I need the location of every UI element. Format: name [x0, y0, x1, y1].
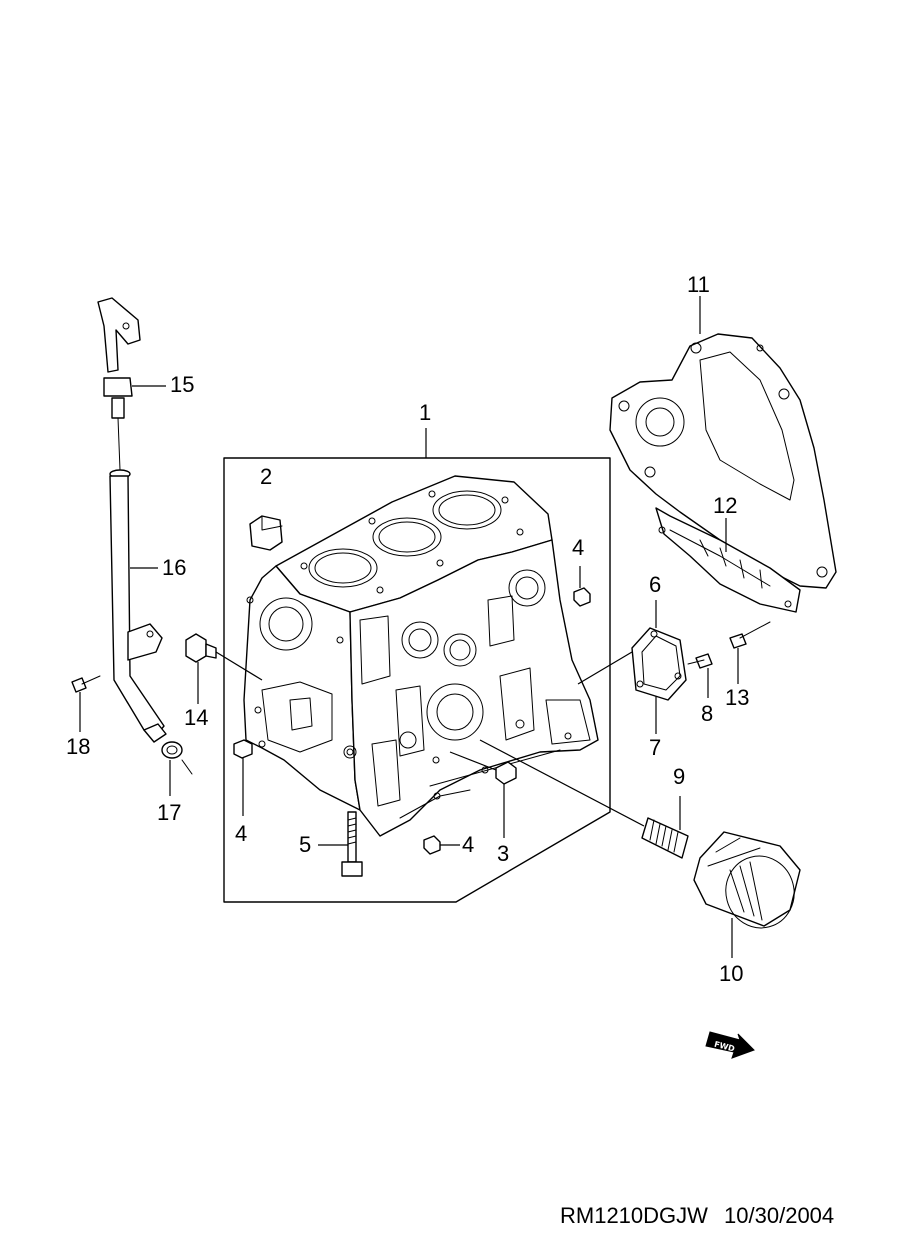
callout-15: 15 [170, 372, 195, 397]
drain-plug-drawing [495, 761, 517, 785]
callout-18: 18 [66, 734, 91, 759]
callout-4-left: 4 [235, 821, 248, 846]
plate-bolt-drawing [729, 621, 771, 649]
callout-17: 17 [157, 800, 182, 825]
callout-4-bottom: 4 [462, 832, 475, 857]
o-ring-drawing [161, 741, 193, 775]
callout-6: 6 [649, 572, 662, 597]
callout-12: 12 [713, 493, 738, 518]
oil-pressure-switch-drawing [185, 633, 217, 663]
callout-2: 2 [260, 464, 273, 489]
callout-1: 1 [419, 400, 432, 425]
oil-level-gauge-drawing [97, 297, 141, 471]
forward-arrow-icon: FWD [705, 1031, 755, 1059]
drawing-date: 10/30/2004 [724, 1203, 835, 1228]
cover-bolt-drawing [687, 653, 713, 669]
oil-filter-drawing [693, 831, 801, 929]
tube-bolt-drawing [71, 675, 101, 693]
callout-3: 3 [497, 841, 510, 866]
plug-4-upper-drawing [573, 587, 591, 607]
callout-8: 8 [701, 701, 714, 726]
plug-4-bottom-drawing [423, 835, 441, 855]
callout-9: 9 [673, 764, 686, 789]
rear-plate-drawing [609, 333, 837, 589]
cover-plate-drawing [631, 627, 687, 701]
plug-cap-drawing [249, 515, 283, 551]
assembly-frame [223, 457, 611, 903]
callout-5: 5 [299, 832, 312, 857]
callout-14: 14 [184, 705, 209, 730]
oil-filter-union-drawing [641, 817, 689, 859]
gauge-guide-tube-drawing [109, 469, 167, 743]
callout-13: 13 [725, 685, 750, 710]
cylinder-block-drawing [243, 475, 599, 837]
callout-10: 10 [719, 961, 744, 986]
stud-bolt-drawing [341, 811, 363, 877]
callout-4-upper: 4 [572, 535, 585, 560]
drawing-code: RM1210DGJW [560, 1203, 708, 1228]
callout-7: 7 [649, 735, 662, 760]
callout-11: 11 [687, 272, 710, 297]
plug-4-left-drawing [233, 739, 253, 759]
drawing-footer: RM1210DGJW 10/30/2004 [560, 1203, 834, 1229]
callout-16: 16 [162, 555, 187, 580]
rear-seal-gasket-drawing [655, 507, 801, 613]
